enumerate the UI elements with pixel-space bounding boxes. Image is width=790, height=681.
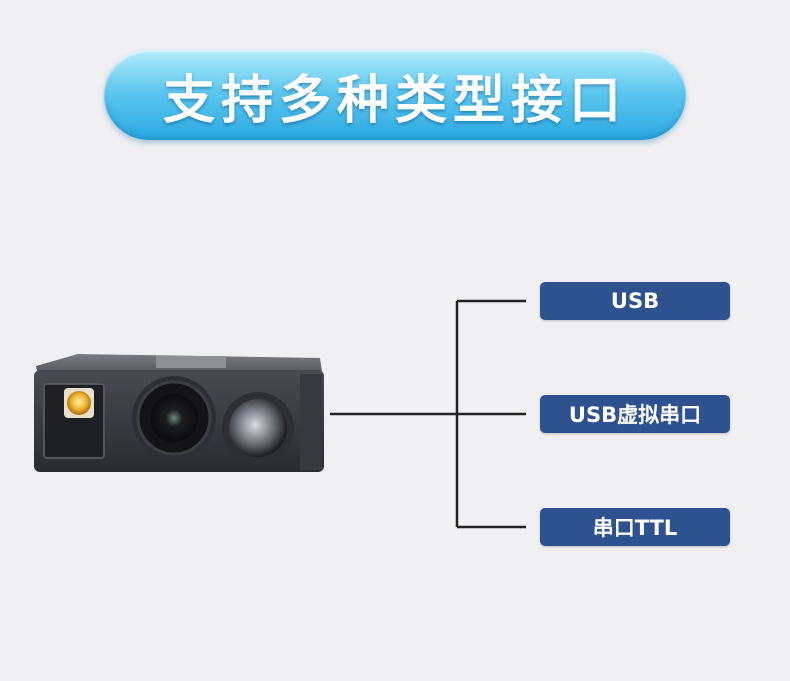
interface-usb-virtual-serial: USB虚拟串口 [540, 395, 730, 433]
scanner-module-image [34, 354, 324, 472]
led-light [67, 391, 91, 415]
illumination-lens [229, 399, 287, 457]
interface-label: 串口TTL [592, 516, 678, 540]
device-top-tab [156, 356, 226, 368]
page-title: 支持多种类型接口 [162, 70, 627, 131]
interface-serial-ttl: 串口TTL [540, 508, 730, 546]
title-banner: 支持多种类型接口 [104, 50, 686, 140]
device-side [300, 374, 322, 470]
interface-label: USB [610, 289, 660, 313]
interface-label: USB虚拟串口 [568, 403, 702, 427]
camera-lens [150, 394, 198, 442]
interface-usb: USB [540, 282, 730, 320]
